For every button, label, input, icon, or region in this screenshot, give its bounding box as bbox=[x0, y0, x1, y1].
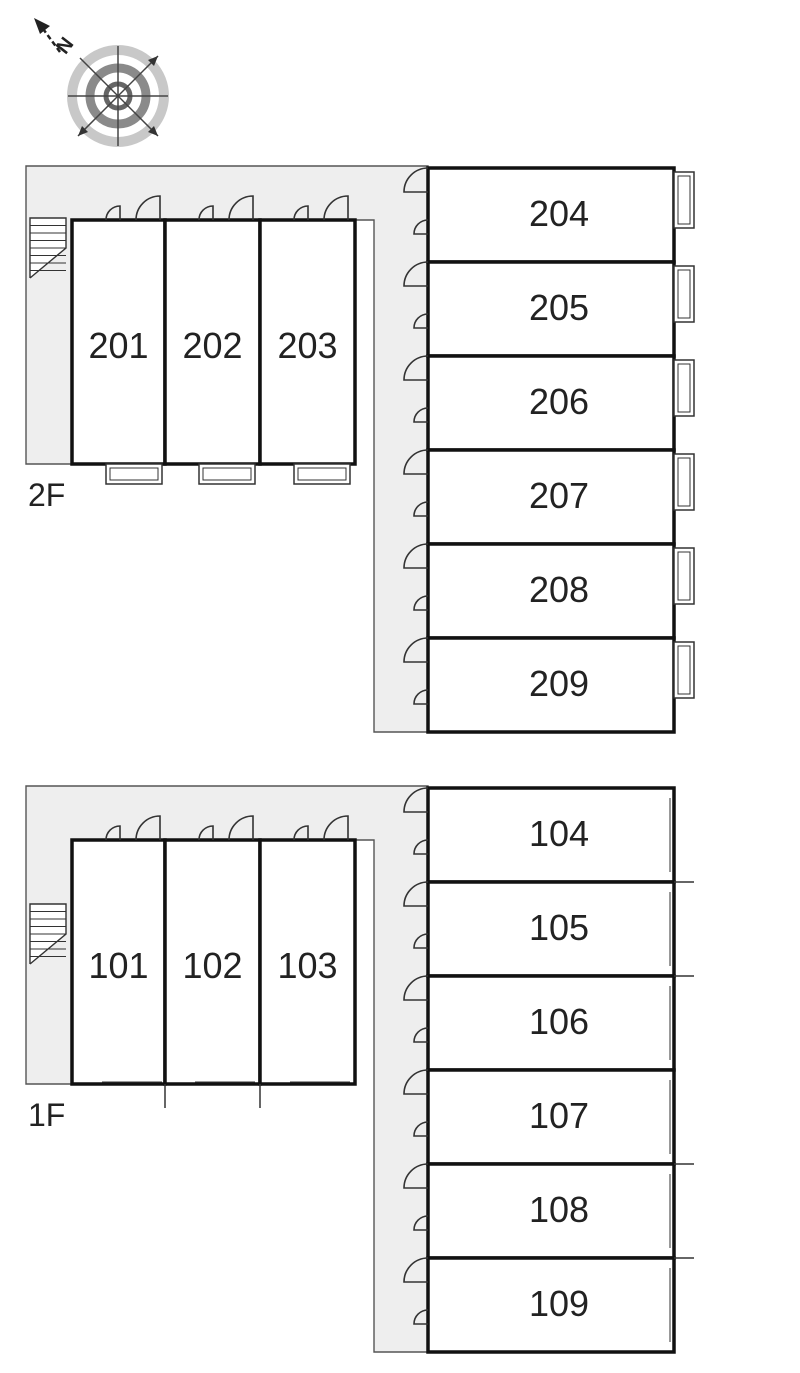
staircase-icon bbox=[29, 903, 67, 965]
door-swing-icon bbox=[105, 205, 121, 221]
unit-number-104: 104 bbox=[529, 813, 589, 854]
unit-number-108: 108 bbox=[529, 1189, 589, 1230]
unit-room bbox=[258, 838, 357, 1086]
balcony bbox=[673, 171, 695, 229]
balcony-rail bbox=[202, 467, 252, 481]
door-swing-icon bbox=[413, 689, 429, 705]
balcony bbox=[198, 463, 256, 485]
door-swing-icon bbox=[413, 839, 429, 855]
door-swing-icon bbox=[403, 637, 429, 663]
unit-number-204: 204 bbox=[529, 193, 589, 234]
door-swing-icon bbox=[413, 1027, 429, 1043]
balcony bbox=[673, 641, 695, 699]
unit-room bbox=[426, 786, 676, 884]
balcony bbox=[105, 463, 163, 485]
door-swing-icon bbox=[198, 825, 214, 841]
unit-number-209: 209 bbox=[529, 663, 589, 704]
door-swing-icon bbox=[198, 205, 214, 221]
balcony-rail bbox=[297, 467, 347, 481]
door-swing-icon bbox=[413, 501, 429, 517]
door-swing-icon bbox=[413, 313, 429, 329]
door-swing-icon bbox=[403, 449, 429, 475]
floor-2f: 201 202 203 204 205 206 207 208 209 2F bbox=[25, 165, 695, 734]
unit-room bbox=[70, 838, 167, 1086]
door-swing-icon bbox=[323, 195, 349, 221]
balcony bbox=[673, 453, 695, 511]
unit-number-208: 208 bbox=[529, 569, 589, 610]
floor-label: 1F bbox=[28, 1097, 65, 1133]
door-swing-icon bbox=[403, 261, 429, 287]
door-swing-icon bbox=[413, 1215, 429, 1231]
door-swing-icon bbox=[413, 1309, 429, 1325]
door-swing-icon bbox=[413, 407, 429, 423]
unit-number-202: 202 bbox=[182, 325, 242, 366]
unit-number-101: 101 bbox=[88, 945, 148, 986]
door-swing-icon bbox=[403, 787, 429, 813]
door-swing-icon bbox=[135, 195, 161, 221]
compass-rose-icon bbox=[34, 18, 169, 147]
compass-north-letter: N bbox=[52, 33, 78, 58]
unit-number-102: 102 bbox=[182, 945, 242, 986]
balcony-rail bbox=[677, 269, 691, 319]
unit-number-109: 109 bbox=[529, 1283, 589, 1324]
door-swing-icon bbox=[228, 195, 254, 221]
door-swing-icon bbox=[403, 355, 429, 381]
unit-number-105: 105 bbox=[529, 907, 589, 948]
unit-room bbox=[426, 1068, 676, 1166]
door-swing-icon bbox=[403, 167, 429, 193]
balcony-rail bbox=[677, 457, 691, 507]
balcony-rail bbox=[109, 467, 159, 481]
balcony bbox=[673, 265, 695, 323]
unit-room bbox=[163, 838, 262, 1086]
balcony-rail bbox=[677, 551, 691, 601]
door-swing-icon bbox=[403, 1257, 429, 1283]
unit-room bbox=[426, 1256, 676, 1354]
balcony bbox=[673, 547, 695, 605]
door-swing-icon bbox=[293, 825, 309, 841]
door-swing-icon bbox=[228, 815, 254, 841]
staircase-icon bbox=[29, 217, 67, 279]
door-swing-icon bbox=[403, 1069, 429, 1095]
door-swing-icon bbox=[105, 825, 121, 841]
balcony bbox=[293, 463, 351, 485]
floor-1f: 101 102 103 104 105 106 107 108 109 1F bbox=[25, 785, 694, 1354]
unit-number-103: 103 bbox=[277, 945, 337, 986]
balcony-rail bbox=[677, 363, 691, 413]
balcony-rail bbox=[677, 645, 691, 695]
balcony-rail bbox=[677, 175, 691, 225]
door-swing-icon bbox=[403, 1163, 429, 1189]
unit-number-203: 203 bbox=[277, 325, 337, 366]
door-swing-icon bbox=[403, 975, 429, 1001]
door-swing-icon bbox=[323, 815, 349, 841]
door-swing-icon bbox=[135, 815, 161, 841]
unit-number-205: 205 bbox=[529, 287, 589, 328]
unit-number-206: 206 bbox=[529, 381, 589, 422]
unit-number-207: 207 bbox=[529, 475, 589, 516]
door-swing-icon bbox=[413, 219, 429, 235]
unit-room bbox=[426, 636, 676, 734]
door-swing-icon bbox=[413, 595, 429, 611]
unit-room bbox=[426, 166, 676, 264]
door-swing-icon bbox=[413, 1121, 429, 1137]
unit-room bbox=[70, 218, 167, 466]
unit-room bbox=[426, 260, 676, 358]
door-swing-icon bbox=[293, 205, 309, 221]
floor-label: 2F bbox=[28, 477, 65, 513]
balcony bbox=[673, 359, 695, 417]
unit-room bbox=[426, 542, 676, 640]
unit-number-107: 107 bbox=[529, 1095, 589, 1136]
door-swing-icon bbox=[403, 543, 429, 569]
unit-number-201: 201 bbox=[88, 325, 148, 366]
door-swing-icon bbox=[413, 933, 429, 949]
door-swing-icon bbox=[403, 881, 429, 907]
unit-number-106: 106 bbox=[529, 1001, 589, 1042]
